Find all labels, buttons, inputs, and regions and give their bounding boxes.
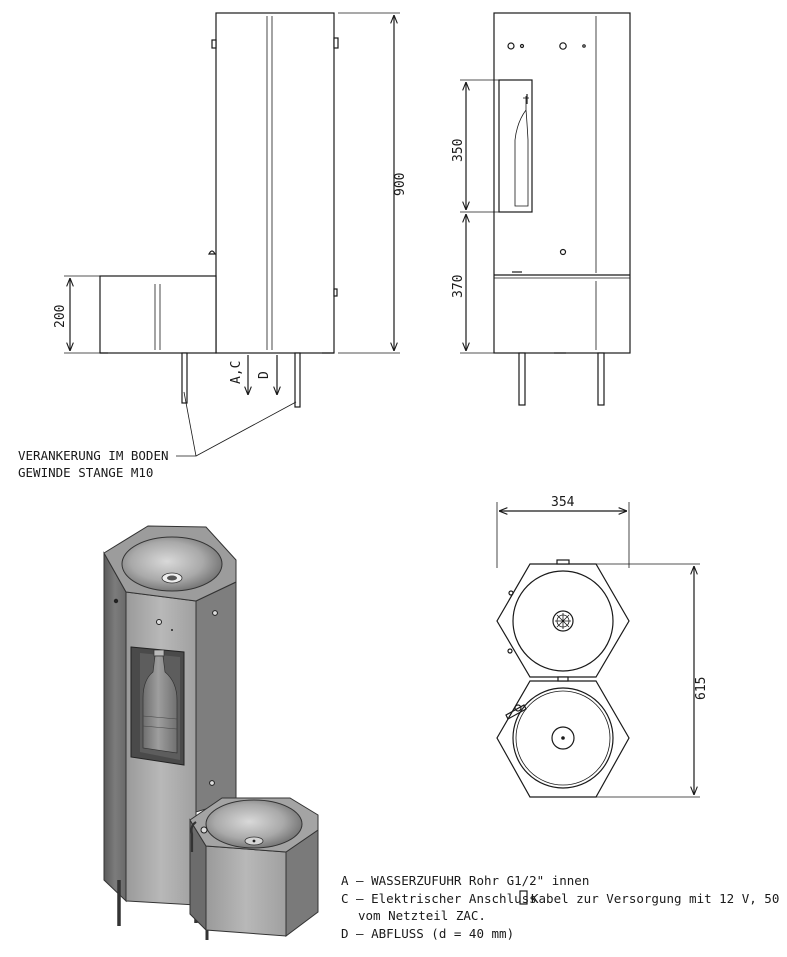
render-bottle bbox=[142, 649, 178, 754]
legend-d: D – ABFLUSS (d = 40 mm) bbox=[341, 926, 514, 941]
anchor-rod-right bbox=[294, 352, 301, 408]
anchor-rod-left bbox=[181, 352, 188, 404]
dim-900: 900 bbox=[393, 173, 408, 196]
isometric-render bbox=[103, 525, 319, 940]
front-low-unit bbox=[99, 275, 217, 354]
render-upper-bowl bbox=[121, 536, 223, 592]
legend-c-line3: vom Netzteil ZAC. bbox=[358, 908, 486, 923]
callout-d: D bbox=[257, 371, 272, 379]
anchor-note-line2: GEWINDE STANGE M10 bbox=[18, 465, 153, 480]
legend: A – WASSERZUFUHR Rohr G1/2" innen C – El… bbox=[341, 873, 787, 941]
dim-350: 350 bbox=[451, 139, 466, 162]
dim-354: 354 bbox=[551, 495, 575, 510]
legend-c-line1: C – Elektrischer Anschluss bbox=[341, 891, 537, 906]
render-lower-bowl bbox=[205, 799, 303, 849]
render-low-front-face bbox=[205, 845, 287, 937]
render-tall-left-face bbox=[103, 551, 127, 903]
legend-c-line2: Kabel zur Versorgung mit 12 V, 50 Hz bbox=[531, 891, 787, 906]
callout-ac: A,C bbox=[229, 361, 244, 384]
connector-symbol-icon bbox=[519, 890, 528, 905]
dim-615: 615 bbox=[694, 677, 709, 700]
anchor-note-line1: VERANKERUNG IM BODEN bbox=[18, 448, 169, 463]
dim-200: 200 bbox=[53, 305, 68, 328]
side-leg-right bbox=[597, 352, 605, 406]
dim-370: 370 bbox=[451, 275, 466, 298]
side-leg-left bbox=[518, 352, 526, 406]
front-tall-column bbox=[215, 12, 335, 354]
top-view: 354 615 bbox=[496, 495, 709, 798]
side-view: 350 370 bbox=[451, 12, 631, 406]
front-view: A,C D 900 200 bbox=[53, 12, 408, 457]
render-tall-right-face bbox=[195, 581, 237, 813]
legend-a: A – WASSERZUFUHR Rohr G1/2" innen bbox=[341, 873, 589, 888]
